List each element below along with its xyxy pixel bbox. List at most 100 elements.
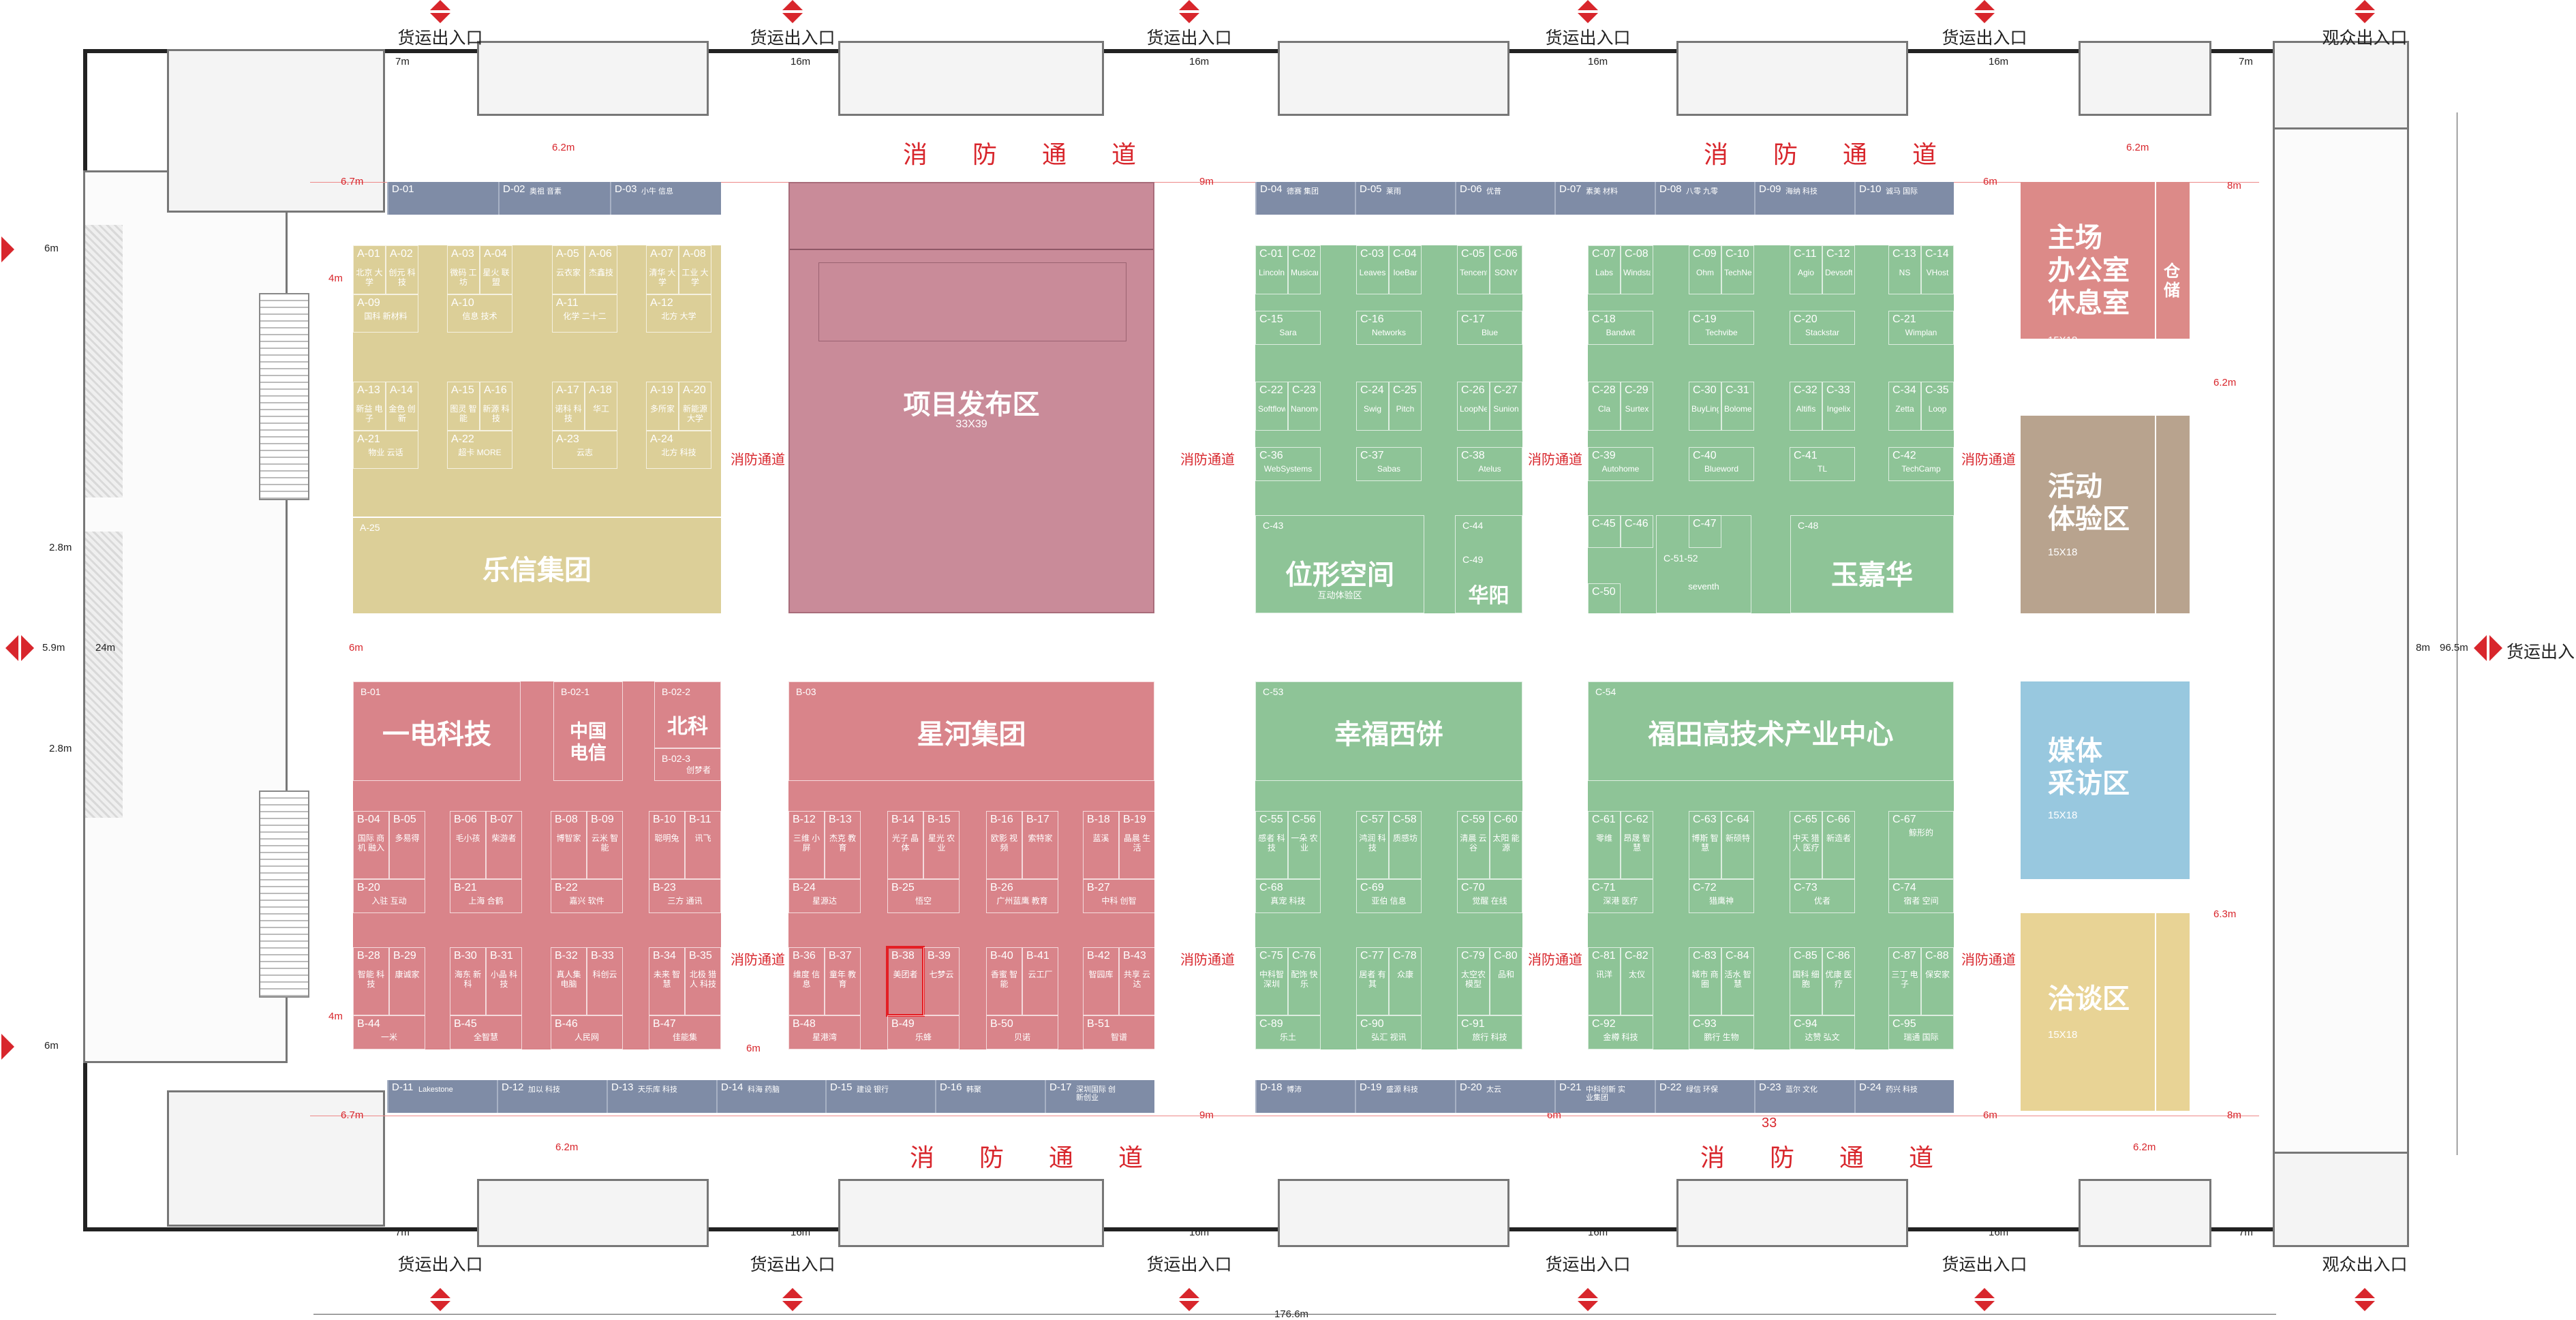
huayang-block[interactable]: C-44 C-49 华阳 (1455, 515, 1522, 613)
office-zone[interactable]: 主场办公室休息室 15X18 仓储 (2021, 182, 2190, 346)
futian-block[interactable]: C-54 福田高技术产业中心 (1588, 681, 1954, 781)
media-zone[interactable]: 媒体采访区 15X18 (2021, 681, 2190, 879)
booth[interactable]: C-50 (1588, 583, 1621, 616)
booth[interactable]: C-02Musicans (1288, 245, 1321, 294)
dianxin-block[interactable]: B-02-1 中国 电信 (553, 681, 623, 781)
zone-a-lexin-block[interactable]: A-25 乐信集团 (353, 517, 721, 613)
yidian-block[interactable]: B-01 一电科技 (353, 681, 521, 781)
booth[interactable]: C-08Windstar (1621, 245, 1653, 294)
booth[interactable]: C-23Nanomedia (1288, 382, 1321, 431)
project-release-zone[interactable]: 项目发布区 33X39 (788, 182, 1154, 613)
